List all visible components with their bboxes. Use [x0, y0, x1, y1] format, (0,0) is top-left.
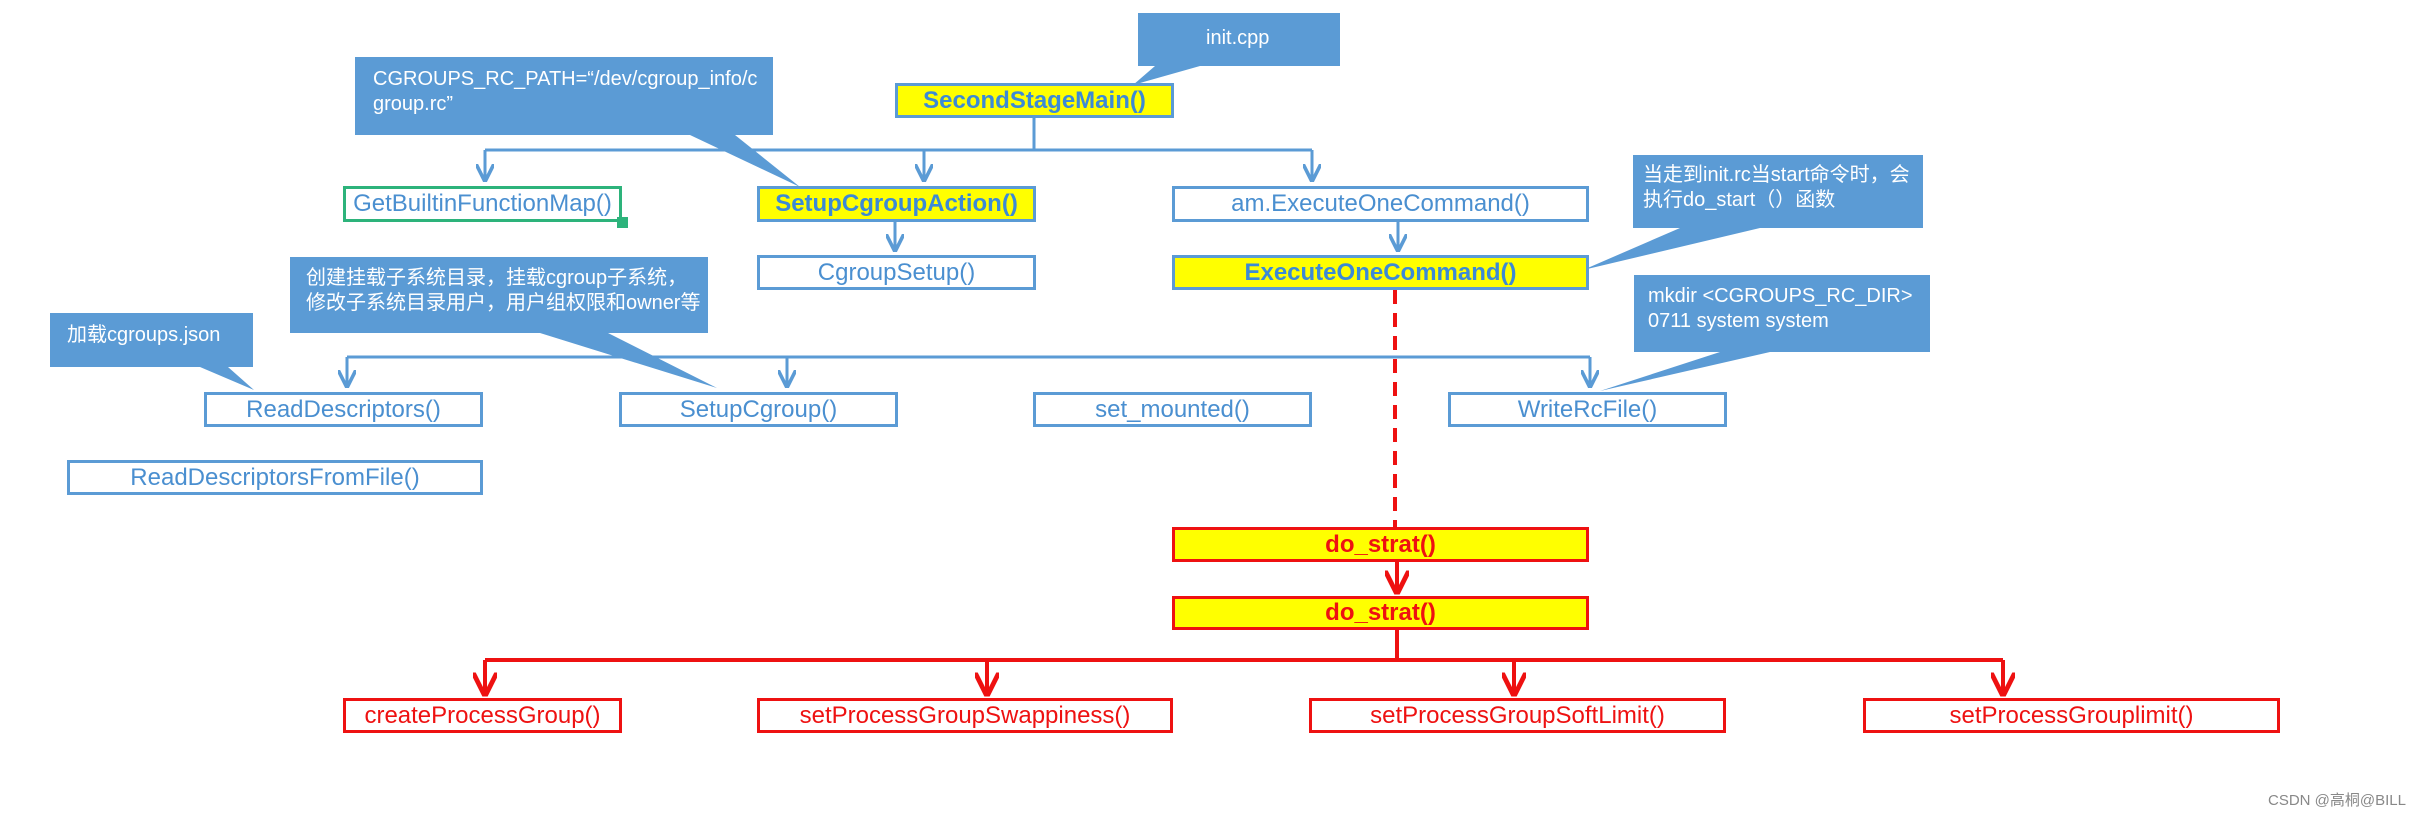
callout-mount-subsystem: 创建挂载子系统目录，挂载cgroup子系统， 修改子系统目录用户，用户组权限和o… [306, 267, 701, 314]
node-read-descriptors: ReadDescriptors() [204, 392, 483, 427]
node-second-stage-main: SecondStageMain() [895, 83, 1174, 118]
node-setup-cgroup-action: SetupCgroupAction() [757, 186, 1036, 222]
node-setup-cgroup: SetupCgroup() [619, 392, 898, 427]
callout-mkdir: mkdir <CGROUPS_RC_DIR> 0711 system syste… [1648, 285, 1913, 332]
node-write-rc-file: WriteRcFile() [1448, 392, 1727, 427]
callout-load-json: 加载cgroups.json [67, 324, 221, 346]
node-do-strat-1: do_strat() [1172, 527, 1589, 562]
callout-init-cpp: init.cpp [1206, 27, 1270, 49]
node-set-process-group-limit: setProcessGrouplimit() [1863, 698, 2280, 733]
node-do-strat-2: do_strat() [1172, 596, 1589, 630]
node-create-process-group: createProcessGroup() [343, 698, 622, 733]
node-read-descriptors-from-file: ReadDescriptorsFromFile() [67, 460, 483, 495]
callout-start-cmd-shape [1583, 155, 1923, 270]
callout-mount-subsystem-shape [290, 257, 717, 388]
node-am-execute-one-command: am.ExecuteOneCommand() [1172, 186, 1589, 222]
watermark: CSDN @高桐@BILL [2268, 792, 2406, 809]
callout-load-json-shape [50, 313, 254, 390]
node-set-process-group-soft-limit: setProcessGroupSoftLimit() [1309, 698, 1726, 733]
callout-shapes [50, 13, 1930, 391]
callout-cgroups-path-shape [355, 57, 800, 187]
selection-handle [617, 217, 628, 228]
node-cgroup-setup: CgroupSetup() [757, 255, 1036, 290]
callout-init-cpp-shape [1133, 13, 1340, 85]
callout-start-cmd: 当走到init.rc当start命令时，会 执行do_start（）函数 [1643, 164, 1910, 211]
callout-cgroups-path: CGROUPS_RC_PATH=“/dev/cgroup_info/c grou… [373, 68, 758, 115]
node-get-builtin-function-map: GetBuiltinFunctionMap() [343, 186, 622, 222]
callout-mkdir-shape [1600, 275, 1930, 391]
node-set-process-group-swappiness: setProcessGroupSwappiness() [757, 698, 1173, 733]
node-set-mounted: set_mounted() [1033, 392, 1312, 427]
node-execute-one-command: ExecuteOneCommand() [1172, 255, 1589, 290]
red-connectors [485, 290, 2003, 694]
blue-connectors [347, 118, 1590, 386]
